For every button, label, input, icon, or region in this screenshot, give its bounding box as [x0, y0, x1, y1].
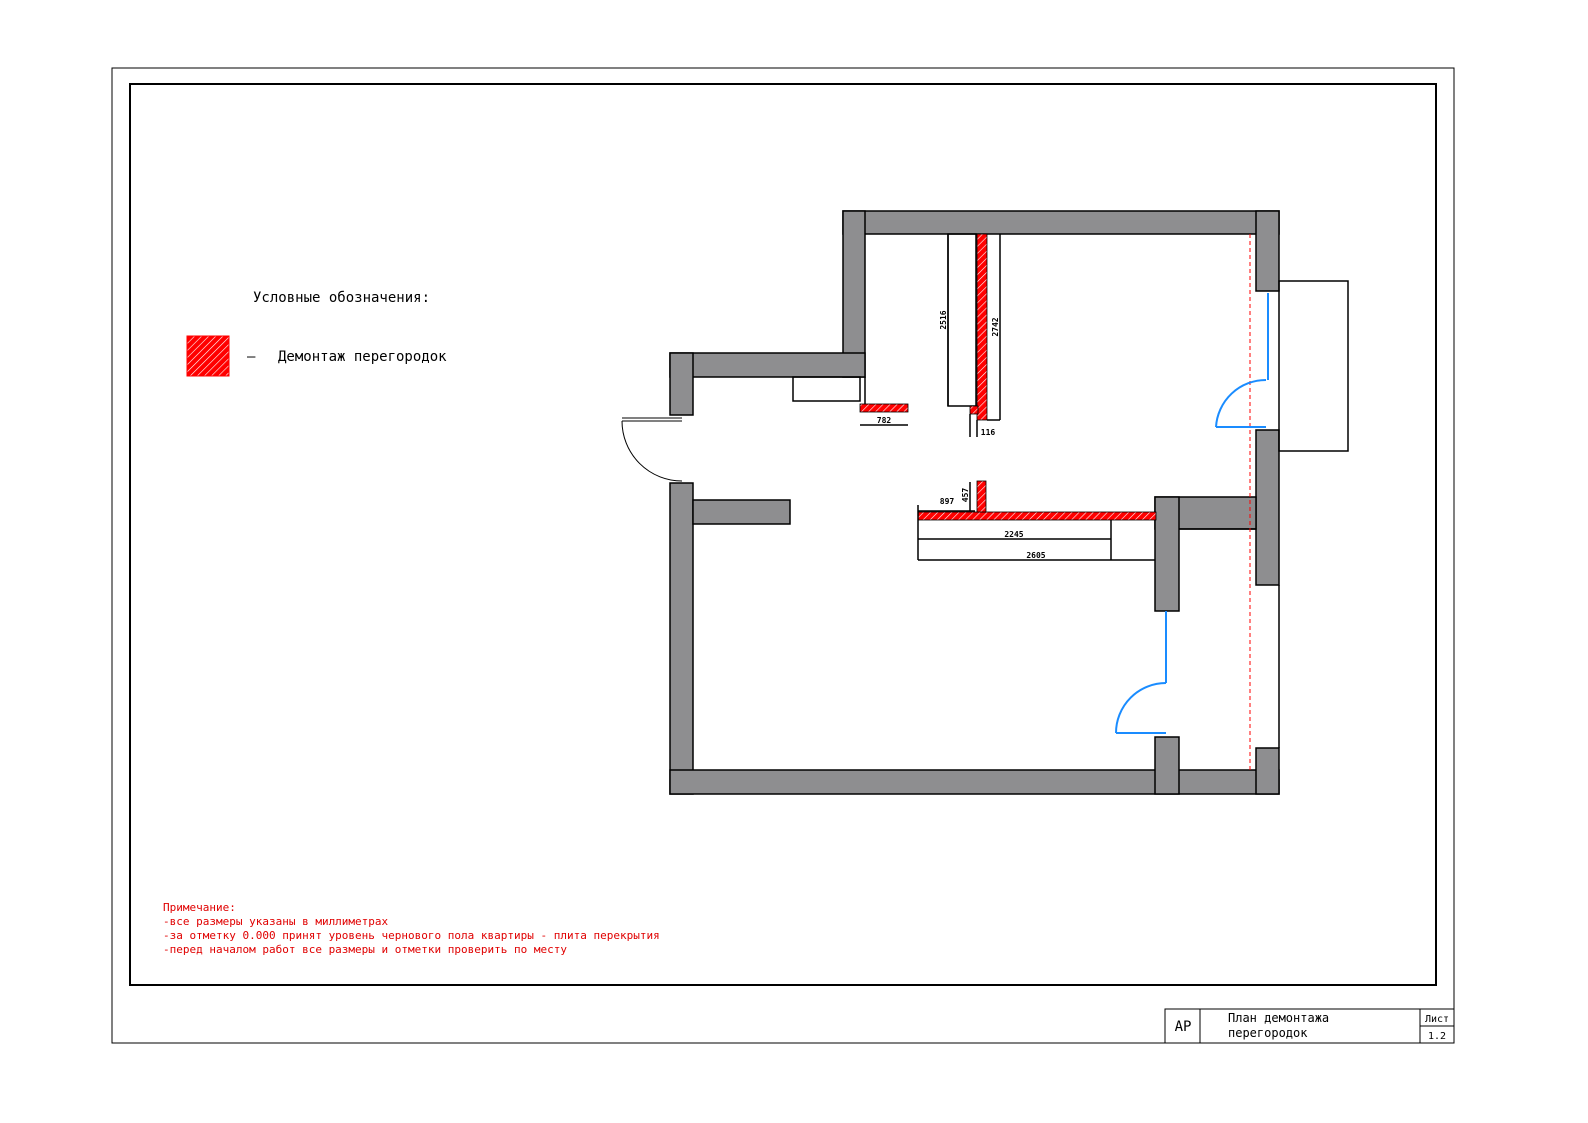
demolition-legend-swatch — [186, 335, 230, 377]
balcony-door — [1215, 293, 1269, 428]
walls — [669, 210, 1280, 795]
dimension-lines — [860, 234, 1155, 561]
sheet-label: Лист — [1425, 1014, 1449, 1025]
notes: Примечание: -все размеры указаны в милли… — [163, 901, 660, 956]
title-block-title-line2: перегородок — [1228, 1026, 1308, 1040]
balcony-outline — [1278, 280, 1349, 452]
entrance-door — [621, 417, 683, 482]
dim-label: 457 — [961, 488, 970, 503]
dim-label: 116 — [981, 428, 996, 437]
legend-title: Условные обозначения: — [253, 290, 430, 306]
dim-label: 2605 — [1026, 551, 1045, 560]
demolition-partitions — [859, 233, 1157, 521]
note-line: -за отметку 0.000 принят уровень черново… — [163, 929, 660, 942]
title-block — [1164, 1008, 1455, 1044]
bathroom-door — [1115, 611, 1167, 734]
sheet-number: 1.2 — [1428, 1031, 1446, 1042]
dim-label: 2516 — [939, 310, 948, 329]
dim-label: 2245 — [1004, 530, 1023, 539]
sheet-outer-frame — [111, 67, 1455, 1044]
note-line: -перед началом работ все размеры и отмет… — [163, 943, 567, 956]
dim-label: 2742 — [991, 317, 1000, 336]
dim-label: 782 — [877, 416, 892, 425]
notes-title: Примечание: — [163, 901, 236, 914]
legend-label: Демонтаж перегородок — [278, 349, 447, 365]
legend-dash: – — [247, 349, 256, 365]
title-block-code: АР — [1175, 1019, 1192, 1035]
note-line: -все размеры указаны в миллиметрах — [163, 915, 389, 928]
sheet-inner-frame — [129, 83, 1437, 986]
title-block-title-line1: План демонтажа — [1228, 1011, 1329, 1025]
dim-label: 897 — [940, 497, 955, 506]
